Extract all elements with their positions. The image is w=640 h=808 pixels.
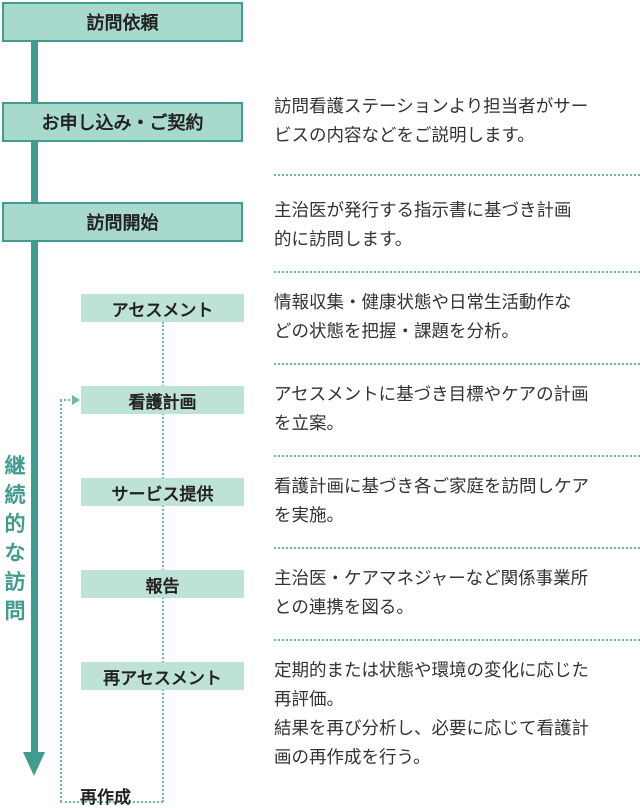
desc-report: 主治医・ケアマネジャーなど関係事業所 との連携を図る。: [274, 565, 640, 623]
step-care-plan: 看護計画: [81, 386, 244, 414]
side-label-char: 続: [4, 483, 26, 507]
side-label-char: な: [4, 541, 26, 565]
desc-line: 再評価。: [274, 690, 344, 710]
side-label-char: 継: [4, 454, 26, 478]
loop-line-bottom: [60, 801, 163, 803]
loop-line-left: [60, 400, 62, 802]
flow-line-top: [31, 42, 38, 104]
step-application-contract: お申し込み・ご契約: [2, 102, 243, 142]
flow-line-middle: [31, 140, 38, 202]
desc-care-plan: アセスメントに基づき目標やケアの計画 を立案。: [274, 381, 640, 439]
desc-line: どの状態を把握・課題を分析。: [274, 322, 519, 342]
desc-line: 画の再作成を行う。: [274, 748, 431, 768]
desc-assessment: 情報収集・健康状態や日常生活動作な どの状態を把握・課題を分析。: [274, 289, 640, 347]
desc-line: 看護計画に基づき各ご家庭を訪問しケア: [274, 477, 589, 497]
step-assessment: アセスメント: [81, 294, 244, 322]
remake-label: 再作成: [80, 788, 131, 808]
desc-line: との連携を図る。: [274, 598, 414, 618]
separator: [274, 174, 640, 176]
side-label-char: 訪: [4, 570, 26, 594]
desc-contract: 訪問看護ステーションより担当者がサー ビスの内容などをご説明します。: [274, 93, 640, 151]
desc-line: 訪問看護ステーションより担当者がサー: [274, 97, 589, 117]
separator: [274, 547, 640, 549]
step-reassessment: 再アセスメント: [81, 662, 244, 690]
separator: [274, 363, 640, 365]
flow-line-main: [31, 242, 38, 754]
sub-connector-line: [162, 322, 164, 802]
desc-service: 看護計画に基づき各ご家庭を訪問しケア を実施。: [274, 473, 640, 531]
side-label-char: 的: [4, 512, 26, 536]
desc-line: アセスメントに基づき目標やケアの計画: [274, 385, 589, 405]
separator: [274, 271, 640, 273]
desc-line: 定期的または状態や環境の変化に応じた: [274, 661, 589, 681]
step-visit-start: 訪問開始: [2, 202, 243, 242]
desc-line: 的に訪問します。: [274, 230, 413, 250]
step-visit-request: 訪問依頼: [2, 2, 243, 42]
side-label-char: 問: [4, 599, 26, 623]
desc-line: 主治医・ケアマネジャーなど関係事業所: [274, 569, 589, 589]
desc-line: 結果を再び分析し、必要に応じて看護計: [274, 719, 589, 739]
desc-line: 情報収集・健康状態や日常生活動作な: [274, 293, 572, 313]
separator: [274, 455, 640, 457]
loop-line-top: [60, 399, 74, 401]
separator: [274, 639, 640, 641]
step-report: 報告: [81, 570, 244, 598]
desc-reassessment: 定期的または状態や環境の変化に応じた 再評価。 結果を再び分析し、必要に応じて看…: [274, 657, 640, 773]
desc-line: ビスの内容などをご説明します。: [274, 126, 535, 146]
step-service-provision: サービス提供: [81, 478, 244, 506]
desc-start: 主治医が発行する指示書に基づき計画 的に訪問します。: [274, 197, 640, 255]
continuous-visit-label: 継 続 的 な 訪 問: [2, 452, 28, 626]
desc-line: を実施。: [274, 506, 344, 526]
desc-line: 主治医が発行する指示書に基づき計画: [274, 201, 572, 221]
flow-arrowhead: [23, 752, 45, 776]
loop-arrowhead: [72, 395, 80, 405]
desc-line: を立案。: [274, 414, 344, 434]
